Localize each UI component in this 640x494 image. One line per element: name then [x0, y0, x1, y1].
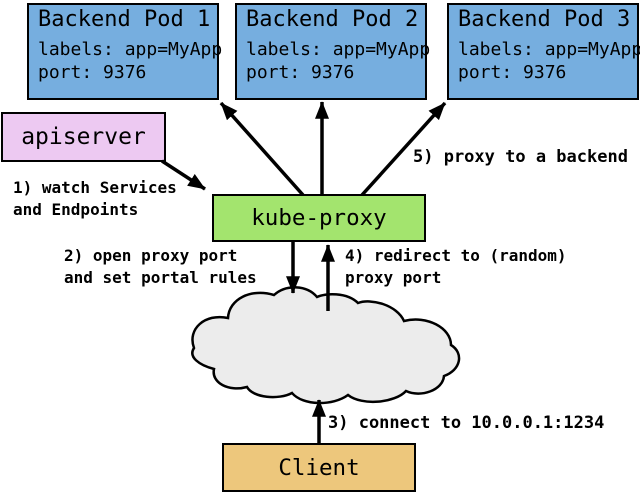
annotation-step5: 5) proxy to a backend	[413, 147, 628, 167]
apiserver-label: apiserver	[21, 124, 146, 150]
kube-proxy-label: kube-proxy	[251, 205, 387, 231]
pod-port: port: 9376	[458, 62, 567, 83]
pod-title: Backend Pod 1	[38, 7, 211, 32]
pod-title: Backend Pod 2	[246, 7, 419, 32]
annotation-step4: 4) redirect to (random) proxy port	[345, 246, 567, 287]
backend-pod-2-box: Backend Pod 2 labels: app=MyApp port: 93…	[235, 3, 431, 100]
backend-pod-1-box: Backend Pod 1 labels: app=MyApp port: 93…	[27, 3, 223, 100]
arrow-kube-proxy-to-pod3	[360, 101, 447, 197]
annotation-step2: 2) open proxy port and set portal rules	[64, 246, 257, 287]
iptables-cloud	[191, 286, 461, 405]
arrow-kube-proxy-to-pod1	[219, 101, 305, 197]
client-box: Client	[222, 443, 416, 492]
kube-proxy-box: kube-proxy	[212, 194, 426, 242]
pod-labels: labels: app=MyApp	[458, 39, 640, 60]
pod-title: Backend Pod 3	[458, 7, 631, 32]
annotation-step1: 1) watch Services and Endpoints	[13, 178, 177, 219]
pod-labels: labels: app=MyApp	[38, 39, 223, 60]
apiserver-box: apiserver	[1, 112, 166, 162]
backend-pod-3-box: Backend Pod 3 labels: app=MyApp port: 93…	[447, 3, 640, 100]
pod-port: port: 9376	[38, 62, 147, 83]
arrow-apiserver-to-kube-proxy	[161, 159, 206, 191]
annotation-step3: 3) connect to 10.0.0.1:1234	[328, 413, 605, 433]
pod-labels: labels: app=MyApp	[246, 39, 431, 60]
client-label: Client	[278, 454, 360, 481]
pod-port: port: 9376	[246, 62, 355, 83]
